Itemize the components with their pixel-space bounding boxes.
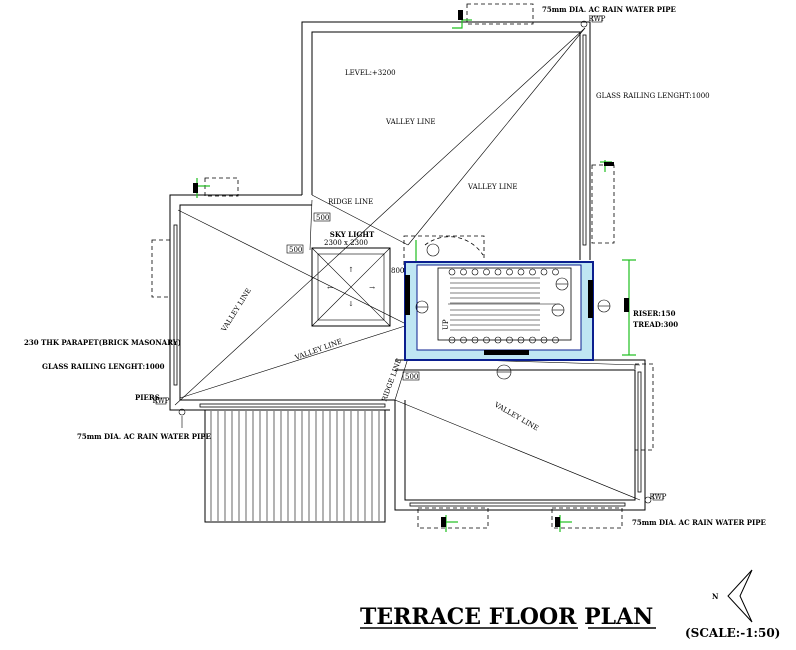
- ridge-line-label-1: RIDGE LINE: [328, 198, 373, 206]
- svg-text:→: →: [369, 284, 375, 292]
- ridge-line-label-2: RIDGE LINE: [380, 357, 403, 402]
- fixture-symbols: [178, 20, 652, 504]
- stair-up-label: UP: [442, 319, 450, 330]
- stair-block: [404, 236, 594, 361]
- glass-railing-right-label: GLASS RAILING LENGHT:1000: [596, 92, 710, 100]
- baluster-bottom: [506, 336, 513, 344]
- baluster-top: [529, 268, 536, 276]
- baluster-top: [483, 268, 490, 276]
- tread-label: TREAD:300: [633, 320, 678, 329]
- baluster-bottom: [448, 336, 456, 344]
- svg-text:↑: ↑: [348, 266, 354, 274]
- stair-treads: [448, 268, 559, 344]
- baluster-top: [494, 268, 502, 276]
- baluster-top: [471, 268, 479, 276]
- rain-pipe-tag-right: RWP: [649, 493, 666, 501]
- skylight-title-label: SKY LIGHT: [330, 230, 375, 239]
- scale-label: (SCALE:-1:50): [685, 626, 780, 640]
- baluster-bottom: [471, 336, 479, 344]
- baluster-bottom: [529, 336, 536, 344]
- page-title: TERRACE FLOOR PLAN: [360, 604, 653, 630]
- baluster-bottom: [540, 336, 548, 344]
- baluster-bottom: [552, 336, 559, 344]
- rain-pipe-tag-left: RWP: [152, 397, 169, 405]
- pier-markers: [173, 10, 642, 527]
- skylight-size-label: 2300 x 2300: [324, 239, 368, 247]
- rain-pipe-right-label: 75mm DIA. AC RAIN WATER PIPE: [632, 518, 766, 527]
- valley-line-label-1: VALLEY LINE: [385, 118, 436, 126]
- dim-800-label: 800: [391, 267, 404, 275]
- baluster-top: [460, 268, 467, 276]
- roof-slope-lines: [174, 27, 641, 501]
- dim-500-label-a: 500: [316, 214, 329, 222]
- baluster-top: [540, 268, 548, 276]
- rain-pipe-top-label: 75mm DIA. AC RAIN WATER PIPE: [542, 5, 676, 14]
- skylight: ↑ ↓ ← →: [311, 247, 391, 327]
- hatched-deck-area: [204, 409, 386, 523]
- valley-line-label-4: VALLEY LINE: [293, 337, 343, 362]
- level-label: LEVEL:+3200: [345, 69, 396, 77]
- dim-500-label-b: 500: [289, 246, 302, 254]
- baluster-bottom: [460, 336, 467, 344]
- parapet-label: 230 THK PARAPET(BRICK MASONARY): [24, 338, 181, 347]
- baluster-top: [506, 268, 513, 276]
- pier-outlines: [151, 3, 654, 529]
- baluster-top: [448, 268, 456, 276]
- riser-label: RISER:150: [633, 309, 676, 318]
- baluster-bottom: [483, 336, 490, 344]
- piers-label: PIERS: [135, 393, 160, 402]
- valley-line-label-3: VALLEY LINE: [219, 287, 253, 334]
- rain-pipe-tag-top: RWP: [588, 15, 605, 23]
- valley-line-label-5: VALLEY LINE: [492, 400, 540, 432]
- baluster-bottom: [517, 336, 525, 344]
- north-label: N: [712, 592, 719, 601]
- glass-railing-left-label: GLASS RAILING LENGHT:1000: [42, 362, 165, 371]
- svg-text:←: ←: [327, 284, 333, 292]
- dim-500-label-c: 500: [405, 373, 418, 381]
- baluster-bottom: [494, 336, 502, 344]
- svg-text:↓: ↓: [348, 300, 354, 308]
- north-arrow-icon: N: [712, 569, 753, 623]
- baluster-top: [517, 268, 525, 276]
- valley-line-label-2: VALLEY LINE: [467, 183, 518, 191]
- title-block: TERRACE FLOOR PLAN (SCALE:-1:50): [360, 604, 780, 640]
- rain-pipe-left-label: 75mm DIA. AC RAIN WATER PIPE: [77, 432, 211, 441]
- baluster-top: [552, 268, 559, 276]
